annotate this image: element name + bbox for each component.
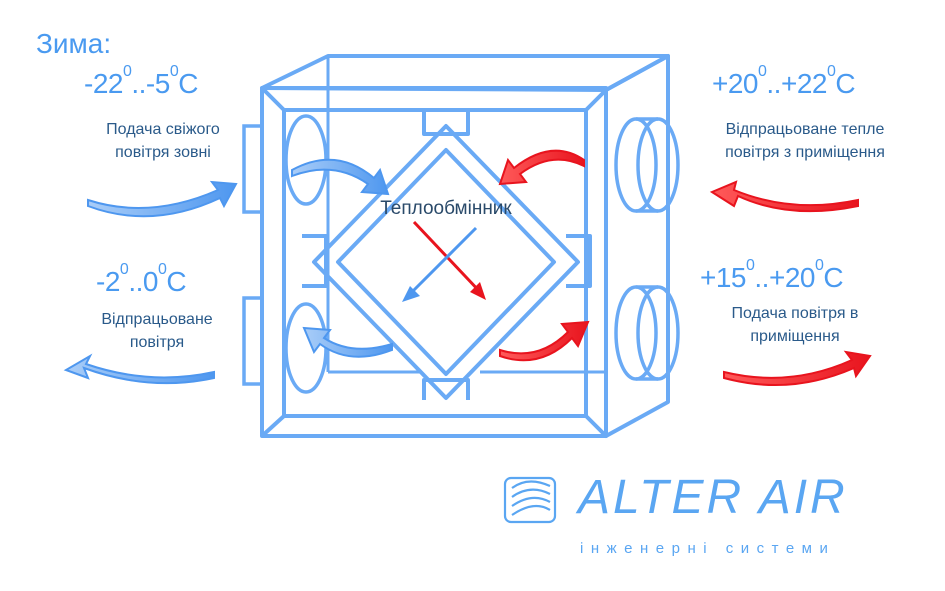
unit-housing <box>260 54 670 438</box>
logo-tagline: інженерні системи <box>580 540 836 557</box>
port-room-extract <box>614 117 658 213</box>
flange-lower-left <box>242 296 264 386</box>
crossflow-cold-arrowhead-icon <box>402 286 420 302</box>
temp-room-extract: +200..+220C <box>712 63 856 100</box>
season-label: Зима: <box>36 28 112 59</box>
outside-arrow-fresh-air-icon <box>87 180 238 218</box>
crossflow-arrows <box>402 220 486 302</box>
flange-upper-left <box>242 124 264 214</box>
outside-arrow-room-supply-icon <box>723 350 872 387</box>
temp-room-supply: +150..+200C <box>700 257 844 294</box>
label-room-extract: Відпрацьоване тепле повітря з приміщення <box>725 121 885 161</box>
label-room-supply: Подача повітря в приміщення <box>731 305 859 345</box>
port-outside-exhaust <box>284 302 328 394</box>
heat-exchanger-label: Теплообмінник <box>380 198 512 219</box>
temp-outside-exhaust: -20..00C <box>96 261 187 298</box>
exchanger-outer-diamond <box>312 124 580 400</box>
housing-side-face <box>604 54 670 438</box>
alter-air-logo-icon <box>503 476 557 524</box>
exchanger-inner-diamond <box>336 148 556 376</box>
label-outside-inlet: Подача свіжого повітря зовні <box>106 121 220 161</box>
inner-red-arrow-extract-icon <box>498 149 585 186</box>
heat-exchanger-core <box>302 108 592 400</box>
housing-top-face <box>260 54 670 92</box>
temp-outside-inlet: -220..-50C <box>84 63 198 100</box>
right-ports <box>614 117 680 381</box>
housing-inner-frame <box>282 108 588 418</box>
inner-blue-arrow-inlet-icon <box>291 158 390 196</box>
outside-arrow-exhaust-icon <box>63 353 215 385</box>
inner-red-arrow-supply-icon <box>499 320 590 362</box>
label-outside-exhaust: Відпрацьоване повітря <box>101 311 213 351</box>
outside-arrow-room-extract-icon <box>709 180 859 213</box>
port-room-supply <box>614 285 658 381</box>
crossflow-warm-arrowhead-icon <box>470 282 486 300</box>
crossflow-cold-line <box>406 226 478 298</box>
logo-wordmark: ALTER AIR <box>578 471 848 524</box>
inner-blue-arrow-exhaust-icon <box>302 326 393 358</box>
